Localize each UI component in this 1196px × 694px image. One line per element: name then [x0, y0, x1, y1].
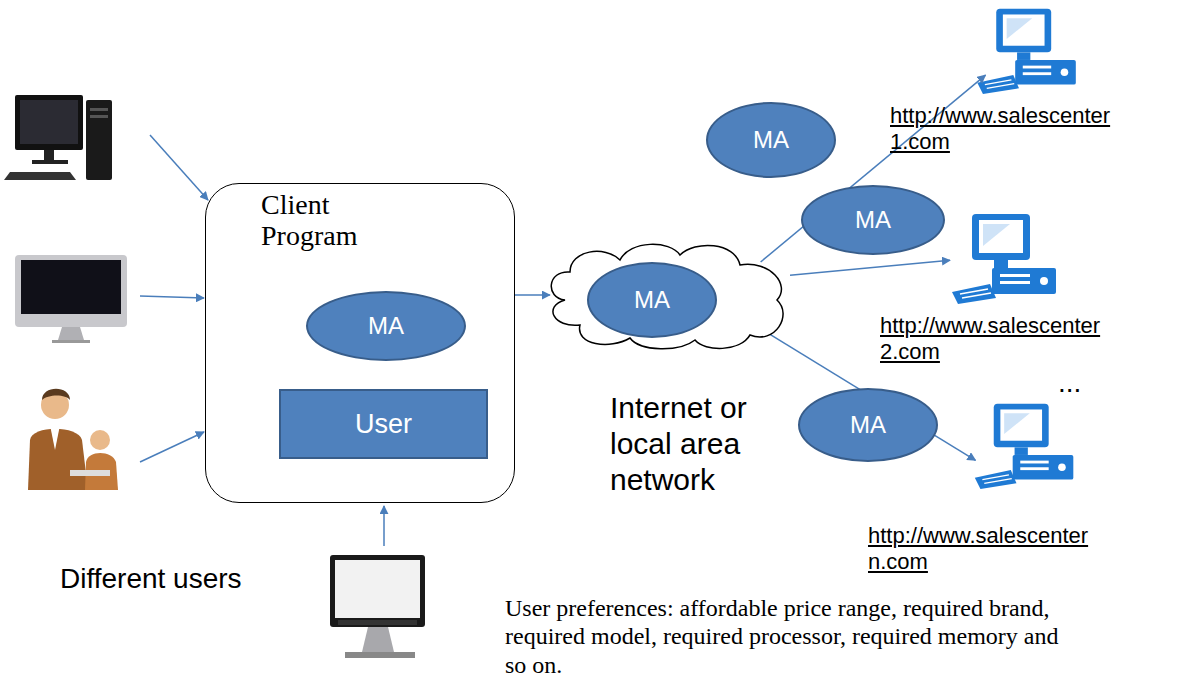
url-label: http://www.salescenter 2.com — [880, 313, 1115, 366]
user-person-icon — [50, 425, 60, 450]
user-person-icon — [90, 430, 110, 450]
all-in-one-pc-icon — [335, 560, 420, 618]
preferences-note: User preferences: affordable price range… — [505, 594, 1080, 679]
mobile-agent-ellipse: MA — [306, 291, 466, 361]
sales-center-computer: http://www.salescenter n.com — [970, 400, 1080, 490]
desktop-pc-icon — [4, 95, 112, 180]
user-box: User — [279, 389, 488, 459]
user-person-icon — [70, 470, 110, 476]
user-arrow — [150, 135, 208, 200]
imac-icon — [15, 255, 127, 343]
network-cloud: Internet or local area networkMA — [545, 240, 790, 350]
user-arrow — [383, 506, 385, 546]
network-label: Internet or local area network — [610, 390, 795, 498]
desktop-pc-icon — [90, 108, 108, 111]
user-person-icon — [28, 389, 118, 490]
imac-icon — [21, 260, 121, 314]
node-label: MA — [855, 206, 891, 234]
node-label: User — [355, 409, 412, 440]
computer-icon — [952, 9, 1076, 489]
user-person-icon — [42, 389, 70, 400]
all-in-one-pc-icon — [330, 555, 425, 627]
imac-icon — [15, 255, 127, 327]
user-person-icon — [28, 429, 88, 490]
computer-icon — [975, 404, 1074, 489]
computer-icon — [977, 9, 1076, 94]
url-label: http://www.salescenter 1.com — [890, 103, 1125, 156]
desktop-pc-icon — [15, 95, 83, 150]
user-arrow — [140, 432, 204, 462]
desktop-pc-icon — [86, 100, 112, 180]
mobile-agent-ellipse: MA — [587, 262, 717, 338]
desktop-pc-icon — [32, 160, 68, 164]
node-label: MA — [368, 312, 404, 340]
more-ellipsis: ... — [1058, 366, 1108, 400]
imac-icon — [58, 327, 84, 340]
mobile-agent-ellipse: MA — [706, 102, 836, 178]
computer-icon — [952, 214, 1056, 304]
node-label: MA — [753, 126, 789, 154]
users-caption: Different users — [60, 562, 280, 596]
all-in-one-pc-icon — [330, 555, 425, 658]
all-in-one-pc-icon — [362, 627, 394, 652]
desktop-pc-icon — [20, 100, 78, 144]
all-in-one-pc-icon — [338, 620, 417, 625]
mobile-agent-ellipse: MA — [801, 185, 945, 255]
sales-center-computer: http://www.salescenter 1.com — [975, 5, 1080, 95]
box-heading: Client Program — [261, 190, 381, 252]
node-label: MA — [634, 286, 670, 314]
user-arrow — [140, 296, 204, 298]
desktop-pc-icon — [4, 172, 76, 180]
node-label: MA — [850, 411, 886, 439]
desktop-pc-icon — [44, 150, 54, 160]
network-connector — [515, 294, 550, 296]
mobile-agent-ellipse: MA — [798, 388, 938, 462]
sales-center-computer: http://www.salescenter 2.com — [950, 210, 1060, 305]
desktop-pc-icon — [90, 115, 108, 118]
all-in-one-pc-icon — [345, 652, 415, 658]
url-label: http://www.salescenter n.com — [868, 523, 1103, 576]
imac-icon — [52, 340, 90, 343]
network-connector — [790, 260, 950, 275]
client-program-box: Client ProgramMA User — [205, 183, 515, 503]
cloud-outline — [551, 244, 783, 348]
